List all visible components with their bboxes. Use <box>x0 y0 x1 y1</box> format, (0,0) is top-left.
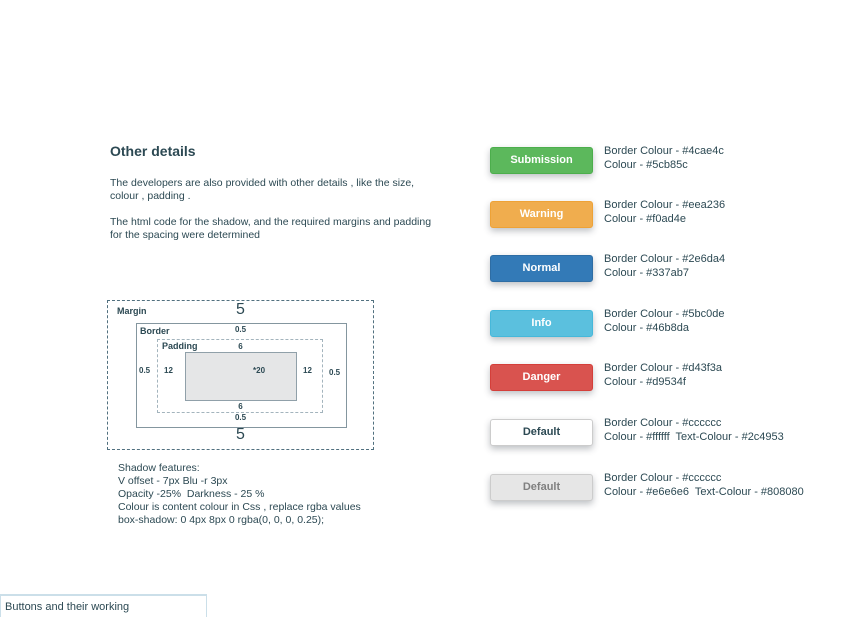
default-button[interactable]: Default <box>490 419 593 446</box>
shadow-note-line: Shadow features: <box>118 462 200 474</box>
button-spec-row: Submission Border Colour - #4cae4c Colou… <box>490 145 843 187</box>
button-colour-spec: Border Colour - #d43f3a Colour - #d9534f <box>604 362 722 389</box>
shadow-features-notes: Shadow features: V offset - 7px Blu -r 3… <box>118 462 361 527</box>
default-disabled-button[interactable]: Default <box>490 474 593 501</box>
tab-buttons-and-their-working[interactable]: Buttons and their working <box>0 594 207 617</box>
border-colour-text: Border Colour - #cccccc <box>604 472 722 484</box>
button-spec-list: Submission Border Colour - #4cae4c Colou… <box>490 145 843 517</box>
fill-colour-text: Colour - #f0ad4e <box>604 212 686 225</box>
margin-bottom-value: 5 <box>236 426 245 443</box>
fill-colour-text: Colour - #e6e6e6 Text-Colour - #808080 <box>604 485 804 498</box>
shadow-note-line: Opacity -25% Darkness - 25 % <box>118 488 265 500</box>
button-colour-spec: Border Colour - #2e6da4 Colour - #337ab7 <box>604 253 725 280</box>
intro-paragraph: The developers are also provided with ot… <box>110 177 415 202</box>
border-colour-text: Border Colour - #eea236 <box>604 199 726 211</box>
margin-top-value: 5 <box>236 301 245 318</box>
button-spec-row: Normal Border Colour - #2e6da4 Colour - … <box>490 253 843 295</box>
button-colour-spec: Border Colour - #eea236 Colour - #f0ad4e <box>604 199 725 226</box>
submission-button[interactable]: Submission <box>490 147 593 174</box>
button-spec-row: Info Border Colour - #5bc0de Colour - #4… <box>490 308 843 350</box>
button-spec-row: Warning Border Colour - #eea236 Colour -… <box>490 199 843 241</box>
fill-colour-text: Colour - #ffffff Text-Colour - #2c4953 <box>604 430 784 443</box>
border-label: Border <box>140 326 170 336</box>
button-colour-spec: Border Colour - #cccccc Colour - #e6e6e6… <box>604 472 804 499</box>
fill-colour-text: Colour - #d9534f <box>604 375 686 388</box>
button-colour-spec: Border Colour - #5bc0de Colour - #46b8da <box>604 308 724 335</box>
border-top-value: 0.5 <box>234 325 247 334</box>
button-spec-row: Default Border Colour - #cccccc Colour -… <box>490 417 843 459</box>
border-bottom-value: 0.5 <box>234 413 247 422</box>
box-model-diagram: Margin 5 Border 0.5 Padding 6 *20 0.5 12… <box>107 300 374 450</box>
info-button[interactable]: Info <box>490 310 593 337</box>
normal-button[interactable]: Normal <box>490 255 593 282</box>
padding-boundary <box>157 339 323 413</box>
border-colour-text: Border Colour - #2e6da4 <box>604 253 726 265</box>
button-colour-spec: Border Colour - #cccccc Colour - #ffffff… <box>604 417 784 444</box>
padding-top-value: 6 <box>238 342 243 351</box>
margin-boundary <box>107 300 374 450</box>
shadow-note-line: Colour is content colour in Css , replac… <box>118 501 361 513</box>
shadow-note-line: box-shadow: 0 4px 8px 0 rgba(0, 0, 0, 0.… <box>118 514 325 526</box>
shadow-paragraph: The html code for the shadow, and the re… <box>110 216 432 241</box>
border-colour-text: Border Colour - #4cae4c <box>604 145 724 157</box>
padding-left-value: 12 <box>164 366 173 375</box>
button-colour-spec: Border Colour - #4cae4c Colour - #5cb85c <box>604 145 724 172</box>
padding-label: Padding <box>162 341 198 351</box>
button-spec-row: Default Border Colour - #cccccc Colour -… <box>490 472 843 514</box>
danger-button[interactable]: Danger <box>490 364 593 391</box>
border-colour-text: Border Colour - #5bc0de <box>604 308 725 320</box>
content-size-value: *20 <box>253 366 266 375</box>
margin-label: Margin <box>117 306 147 316</box>
border-left-value: 0.5 <box>139 366 151 375</box>
button-spec-row: Danger Border Colour - #d43f3a Colour - … <box>490 362 843 404</box>
shadow-note-line: V offset - 7px Blu -r 3px <box>118 475 228 487</box>
border-colour-text: Border Colour - #cccccc <box>604 417 722 429</box>
warning-button[interactable]: Warning <box>490 201 593 228</box>
border-right-value: 0.5 <box>329 368 341 377</box>
section-title: Other details <box>110 143 196 159</box>
border-boundary <box>136 323 347 428</box>
content-box <box>185 352 297 401</box>
fill-colour-text: Colour - #5cb85c <box>604 158 688 171</box>
fill-colour-text: Colour - #46b8da <box>604 321 690 334</box>
tab-label: Buttons and their working <box>5 601 130 613</box>
padding-bottom-value: 6 <box>238 402 243 411</box>
padding-right-value: 12 <box>303 366 312 375</box>
fill-colour-text: Colour - #337ab7 <box>604 266 690 279</box>
border-colour-text: Border Colour - #d43f3a <box>604 362 723 374</box>
